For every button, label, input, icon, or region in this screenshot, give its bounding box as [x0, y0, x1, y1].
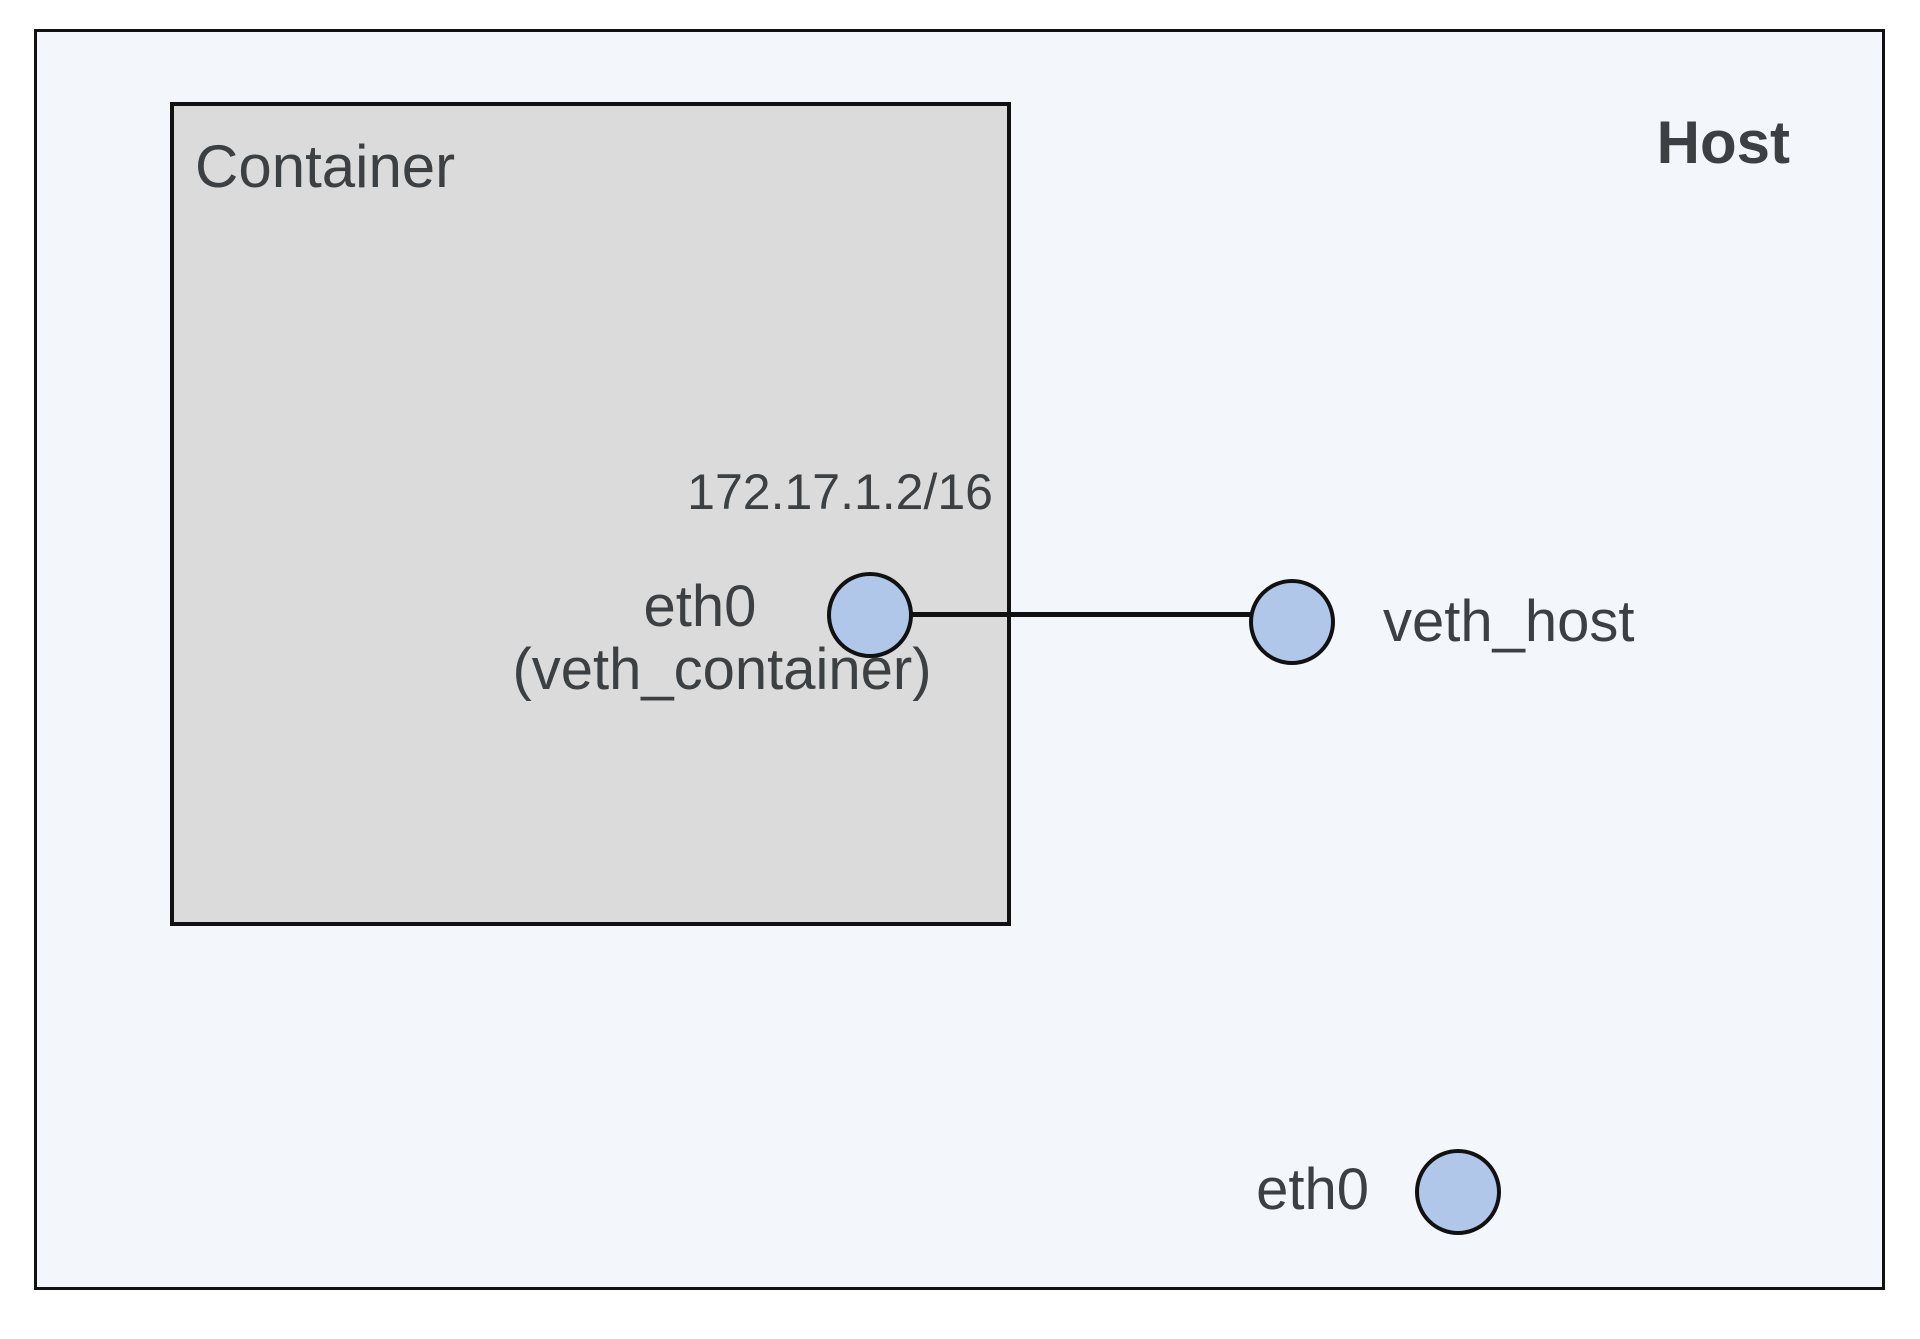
veth-pair-connector-line [899, 612, 1255, 617]
host-eth0-label: eth0 [1256, 1157, 1369, 1222]
veth-host-node-circle [1249, 579, 1335, 665]
host-eth0-node-circle [1415, 1149, 1501, 1235]
container-label: Container [195, 133, 456, 200]
veth-host-label: veth_host [1383, 589, 1635, 654]
veth-container-eth0-label: eth0 [643, 574, 757, 639]
container-box [170, 102, 1011, 926]
host-label: Host [1656, 109, 1790, 176]
veth-container-ip-label: 172.17.1.2/16 [687, 464, 993, 520]
veth-container-node-circle [827, 572, 913, 658]
host-box: Host Container 172.17.1.2/16 eth0 (veth_… [34, 29, 1885, 1290]
